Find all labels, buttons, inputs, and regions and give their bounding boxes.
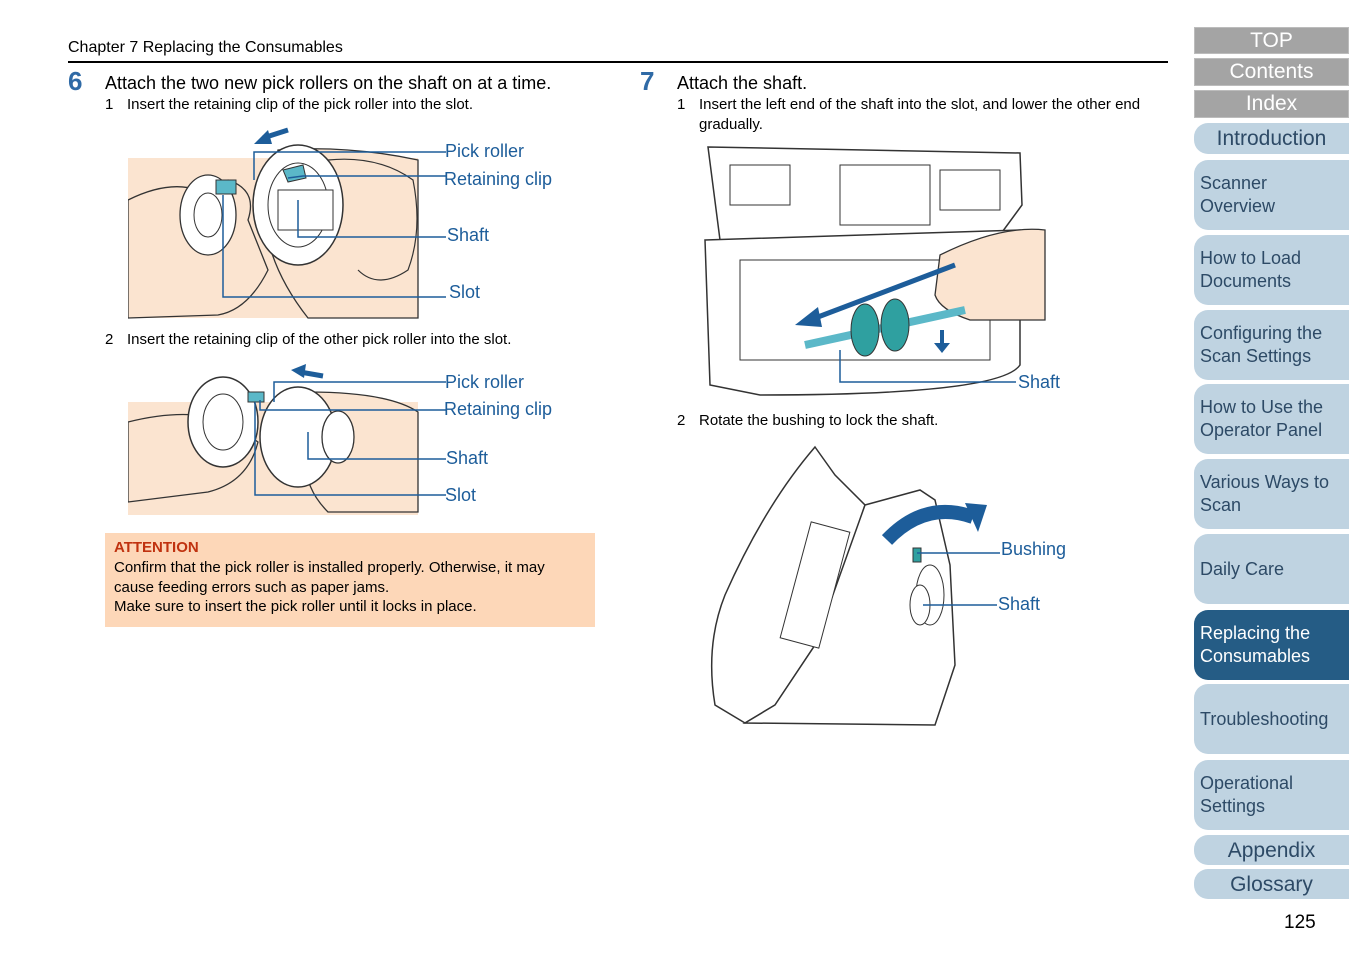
sub-number: 2 [677, 412, 686, 429]
nav-chapter-label: Configuring the [1200, 323, 1323, 343]
step-6-number: 6 [68, 66, 83, 96]
scanner-bushing-illustration [710, 445, 1000, 726]
nav-chapter-label: Troubleshooting [1200, 708, 1329, 729]
nav-chapter-ways-to-scan[interactable]: Various Ways to Scan [1194, 459, 1349, 529]
nav-chapter-appendix[interactable]: Appendix [1194, 835, 1349, 865]
nav-chapter-label: How to Use the [1200, 397, 1324, 417]
step-7-heading: Attach the shaft. [677, 73, 808, 93]
nav-chapter-label: Scan [1200, 495, 1242, 515]
sub-text: Rotate the bushing to lock the shaft. [699, 412, 939, 429]
sub-text: Insert the retaining clip of the pick ro… [127, 96, 474, 113]
sub-text: Insert the left end of the shaft into th… [699, 96, 1141, 113]
attention-line: cause feeding errors such as paper jams. [114, 578, 390, 596]
nav-chapter-glossary[interactable]: Glossary [1194, 869, 1349, 899]
label-retaining-clip: Retaining clip [444, 399, 553, 419]
label-bushing: Bushing [1001, 539, 1067, 559]
chapter-header: Chapter 7 Replacing the Consumables [68, 39, 343, 56]
nav-chapter-label: Documents [1200, 271, 1292, 291]
step-6-sub-2: 2 Insert the retaining clip of the other … [105, 330, 511, 350]
sub-number: 1 [105, 96, 114, 113]
label-shaft: Shaft [446, 448, 489, 468]
nav-chapter-introduction[interactable]: Introduction [1194, 123, 1349, 154]
nav-chapter-label: Consumables [1200, 646, 1311, 666]
nav-chapter-label: Overview [1200, 196, 1276, 216]
label-slot: Slot [449, 282, 481, 302]
label-pick-roller: Pick roller [445, 141, 525, 161]
attention-box: ATTENTION Confirm that the pick roller i… [105, 533, 595, 627]
nav-chapter-label: Scanner [1200, 173, 1268, 193]
nav-top-button[interactable]: TOP [1194, 27, 1349, 54]
nav-chapter-daily-care[interactable]: Daily Care [1194, 534, 1349, 604]
step-7-sub-2: 2 Rotate the bushing to lock the shaft. [677, 411, 938, 431]
nav-chapter-label: Scan Settings [1200, 346, 1312, 366]
label-shaft: Shaft [447, 225, 490, 245]
sub-number: 1 [677, 96, 686, 113]
step-6-sub-1: 1 Insert the retaining clip of the pick r… [105, 95, 473, 115]
nav-chapter-label: Settings [1200, 796, 1266, 816]
label-slot: Slot [445, 485, 477, 505]
sub-text-cont: gradually. [699, 116, 763, 133]
pick-roller-illustration-2 [128, 364, 446, 515]
label-retaining-clip: Retaining clip [444, 169, 553, 189]
nav-contents-button[interactable]: Contents [1194, 58, 1349, 86]
nav-chapter-label: How to Load [1200, 248, 1302, 268]
page-number: 125 [1284, 912, 1316, 933]
header-rule [68, 61, 1168, 63]
step-7-sub-1: 1 Insert the left end of the shaft into t… [677, 95, 1167, 135]
nav-chapter-label: Various Ways to [1200, 472, 1330, 492]
sub-number: 2 [105, 331, 114, 348]
label-pick-roller: Pick roller [445, 372, 525, 392]
nav-chapter-label: Operational [1200, 773, 1294, 793]
attention-body: Confirm that the pick roller is installe… [114, 558, 590, 617]
scanner-shaft-illustration [704, 146, 1046, 396]
label-shaft: Shaft [998, 594, 1041, 614]
nav-chapter-label: Operator Panel [1200, 420, 1323, 440]
attention-line: Make sure to insert the pick roller unti… [114, 598, 477, 615]
sub-text: Insert the retaining clip of the other p… [127, 331, 512, 348]
step-6-heading: Attach the two new pick rollers on the s… [105, 73, 552, 93]
pick-roller-illustration-1 [128, 127, 446, 319]
label-shaft: Shaft [1018, 372, 1061, 392]
attention-line: Confirm that the pick roller is installe… [114, 559, 545, 576]
nav-chapter-label: Replacing the [1200, 623, 1311, 643]
attention-title: ATTENTION [114, 539, 199, 556]
nav-index-button[interactable]: Index [1194, 90, 1349, 118]
step-7-number: 7 [640, 66, 655, 96]
nav-chapter-label: Daily Care [1200, 558, 1285, 579]
nav-chapter-troubleshooting[interactable]: Troubleshooting [1194, 684, 1349, 754]
